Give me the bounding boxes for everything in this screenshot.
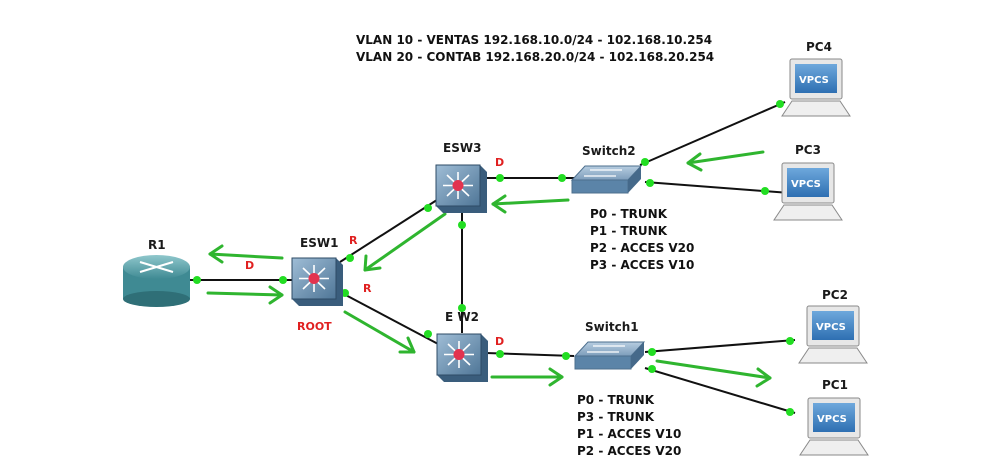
mls-core-icon: [308, 273, 320, 284]
port-dot: [193, 276, 201, 284]
port-role-esw2-switch1: D: [495, 335, 504, 348]
port-list-item: P0 - TRUNK: [577, 393, 655, 407]
port-dot: [424, 330, 432, 338]
port-dots: [193, 100, 794, 416]
label-pc3: PC3: [795, 143, 821, 157]
arrow-esw2-to-switch1: [490, 367, 564, 387]
port-list-item: P1 - ACCES V10: [577, 427, 681, 441]
vpcs-screen-label: VPCS: [816, 322, 846, 333]
port-role-esw1-esw3: R: [349, 234, 358, 247]
vpcs-pc1[interactable]: VPCS PC1: [799, 378, 869, 456]
link-switch1-pc2: [644, 339, 796, 353]
label-pc2: PC2: [822, 288, 848, 302]
port-dot: [424, 204, 432, 212]
arrow-pc3-to-switch2: [686, 150, 765, 172]
link-esw1-esw3: [339, 197, 441, 263]
port-dot: [346, 254, 354, 262]
port-list-item: P2 - ACCES V20: [590, 241, 694, 255]
arrow-esw3-to-esw1: [363, 212, 447, 272]
mls-core-icon: [452, 180, 464, 191]
arrow-switch1-to-pc1: [655, 359, 772, 388]
port-dot: [458, 304, 466, 312]
vlan-10-info: VLAN 10 - VENTAS 192.168.10.0/24 - 102.1…: [356, 33, 712, 47]
vpcs-screen-label: VPCS: [799, 75, 829, 86]
port-role-r1: D: [245, 259, 254, 272]
port-dot: [496, 350, 504, 358]
port-dot: [279, 276, 287, 284]
switch1-port-list: P0 - TRUNK P3 - TRUNK P1 - ACCES V10 P2 …: [577, 393, 681, 458]
mls-core-icon: [453, 349, 465, 360]
port-dot: [786, 408, 794, 416]
switch-switch1[interactable]: Switch1: [573, 320, 646, 370]
port-dot: [648, 365, 656, 373]
port-list-item: P0 - TRUNK: [590, 207, 668, 221]
port-dot: [776, 100, 784, 108]
link-esw1-esw2: [339, 291, 441, 346]
root-bridge-label: ROOT: [297, 320, 332, 333]
vpcs-screen-label: VPCS: [791, 179, 821, 190]
traffic-arrows: [206, 150, 772, 388]
multilayer-switch-esw1[interactable]: ESW1 ROOT: [291, 236, 343, 333]
arrow-esw1-to-esw2: [343, 310, 416, 354]
label-pc4: PC4: [806, 40, 832, 54]
multilayer-switch-esw3[interactable]: ESW3: [435, 141, 487, 213]
router-r1[interactable]: R1: [123, 238, 190, 307]
port-list-item: P3 - TRUNK: [577, 410, 655, 424]
label-esw1: ESW1: [300, 236, 338, 250]
arrow-esw1-to-r1: [208, 244, 284, 264]
port-role-esw3-switch2: D: [495, 156, 504, 169]
port-list-item: P1 - TRUNK: [590, 224, 668, 238]
label-r1: R1: [148, 238, 166, 252]
label-switch2: Switch2: [582, 144, 636, 158]
vpcs-screen-label: VPCS: [817, 414, 847, 425]
port-list-item: P3 - ACCES V10: [590, 258, 694, 272]
switch-switch2[interactable]: Switch2: [570, 144, 643, 194]
vpcs-pc3[interactable]: VPCS PC3: [773, 143, 843, 221]
port-dot: [761, 187, 769, 195]
port-dot: [496, 174, 504, 182]
port-role-esw1-esw2: R: [363, 282, 372, 295]
port-dot: [641, 158, 649, 166]
label-esw3: ESW3: [443, 141, 481, 155]
switch2-port-list: P0 - TRUNK P1 - TRUNK P2 - ACCES V20 P3 …: [590, 207, 694, 272]
port-dot: [558, 174, 566, 182]
port-dot: [646, 179, 654, 187]
port-dot: [786, 337, 794, 345]
vpcs-pc2[interactable]: VPCS PC2: [798, 288, 868, 364]
port-dot: [458, 221, 466, 229]
port-dot: [648, 348, 656, 356]
vpcs-pc4[interactable]: VPCS PC4: [781, 40, 851, 117]
link-switch2-pc4: [639, 101, 786, 166]
multilayer-switch-esw2[interactable]: E W2: [436, 310, 488, 382]
port-dot: [562, 352, 570, 360]
switch-arrows-icon: [584, 169, 622, 177]
label-esw2: E W2: [445, 310, 479, 324]
arrow-switch2-to-esw3: [491, 194, 570, 214]
label-pc1: PC1: [822, 378, 848, 392]
router-arrows-icon: [139, 261, 174, 273]
port-list-item: P2 - ACCES V20: [577, 444, 681, 458]
vlan-20-info: VLAN 20 - CONTAB 192.168.20.0/24 - 102.1…: [356, 50, 714, 64]
label-switch1: Switch1: [585, 320, 639, 334]
switch-arrows-icon: [587, 345, 625, 353]
link-switch1-pc1: [644, 367, 796, 414]
arrow-r1-to-esw1: [206, 285, 284, 305]
